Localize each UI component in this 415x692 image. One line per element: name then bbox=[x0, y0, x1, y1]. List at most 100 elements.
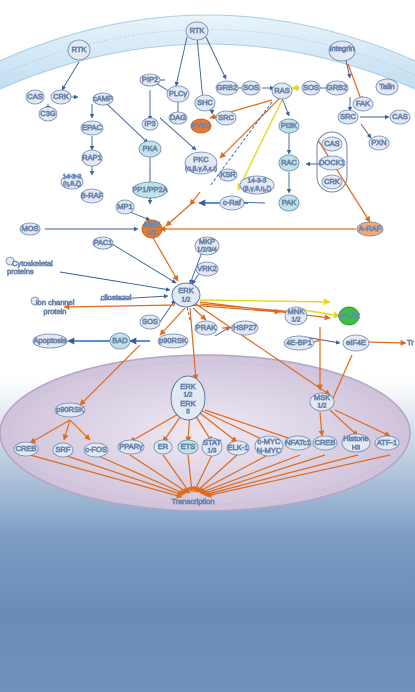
node-cas-dock1-crk-complex[interactable] bbox=[316, 131, 348, 193]
node-cilostazol[interactable]: cilostazol bbox=[100, 293, 132, 303]
node-vrk2[interactable]: VRK2 bbox=[195, 261, 219, 277]
svg-text:MP1: MP1 bbox=[117, 202, 132, 211]
node-14-3-3-b[interactable]: 14-3-3(β,γ,θ,η,ζ) bbox=[239, 175, 275, 195]
node-grb2-a[interactable]: GRB2 bbox=[215, 80, 239, 96]
node-pka[interactable]: PKA bbox=[138, 140, 162, 158]
svg-text:c-FOS: c-FOS bbox=[85, 445, 107, 454]
node-pkc[interactable]: PKC(α,β,γ,δ,ε,ι) bbox=[185, 151, 217, 175]
svg-text:MEK: MEK bbox=[144, 220, 160, 229]
node-p90rsk-1[interactable]: p90RSK bbox=[157, 333, 189, 349]
svg-text:p90RSK: p90RSK bbox=[159, 336, 187, 345]
node-pip2[interactable]: PIP2 bbox=[139, 73, 161, 87]
node-dock1[interactable]: DOCK1 bbox=[318, 155, 346, 171]
svg-text:Cytoskeletal: Cytoskeletal bbox=[12, 259, 53, 268]
node-srf[interactable]: SRF bbox=[52, 442, 74, 458]
node-mp1[interactable]: MP1 bbox=[115, 199, 135, 215]
node-pak[interactable]: PAK bbox=[278, 194, 300, 212]
node-rtk-1[interactable]: RTK bbox=[67, 39, 91, 61]
node-rap1[interactable]: RAP1 bbox=[81, 149, 103, 167]
svg-text:ERK: ERK bbox=[180, 382, 195, 391]
svg-text:RTK: RTK bbox=[72, 45, 87, 54]
node-grb2-b[interactable]: GRB2 bbox=[325, 80, 349, 96]
node-c-fos[interactable]: c-FOS bbox=[83, 442, 109, 458]
node-ppary[interactable]: PPARγ bbox=[117, 439, 145, 455]
svg-text:RTK: RTK bbox=[190, 26, 205, 35]
node-bad[interactable]: BAD bbox=[109, 332, 131, 350]
svg-text:PYK2: PYK2 bbox=[191, 121, 210, 130]
node-atf-1[interactable]: ATF-1 bbox=[374, 435, 400, 451]
node-pxn[interactable]: PXN bbox=[368, 135, 390, 151]
node-hsp27[interactable]: HSP27 bbox=[231, 320, 259, 336]
node-creb-1[interactable]: CREB bbox=[13, 441, 39, 457]
node-shc[interactable]: SHC bbox=[194, 94, 216, 112]
node-fak[interactable]: FAK bbox=[352, 96, 374, 112]
node-plcy[interactable]: PLCγ bbox=[166, 85, 190, 103]
node-sos-2[interactable]: SOS bbox=[301, 80, 321, 96]
node-cas-3[interactable]: CAS bbox=[389, 109, 411, 125]
node-er[interactable]: ER bbox=[153, 439, 173, 455]
node-4e-bp1[interactable]: 4E-BP1 bbox=[283, 335, 315, 351]
node-p90rsk-2[interactable]: p90RSK bbox=[54, 402, 86, 418]
node-integrin[interactable]: Integrin bbox=[328, 40, 356, 62]
node-cas-2[interactable]: CAS bbox=[321, 136, 343, 152]
svg-text:SOS: SOS bbox=[142, 317, 158, 326]
svg-text:1/2: 1/2 bbox=[147, 230, 156, 237]
background-bottom bbox=[0, 530, 415, 692]
node-ip3[interactable]: IP3 bbox=[141, 117, 159, 131]
node-pac1[interactable]: PAC1 bbox=[92, 236, 114, 250]
node-c3g[interactable]: C3G bbox=[38, 106, 58, 122]
node-crk-2[interactable]: CRK bbox=[321, 174, 343, 190]
node-prak[interactable]: PRAK bbox=[194, 320, 218, 336]
svg-text:ATF-1: ATF-1 bbox=[377, 438, 397, 447]
node-transcription[interactable]: Transcription bbox=[171, 497, 215, 507]
node-sos-1[interactable]: SOS bbox=[241, 80, 261, 96]
node-c-raf[interactable]: c-Raf bbox=[219, 195, 245, 211]
node-rtk-2[interactable]: RTK bbox=[185, 21, 209, 41]
node-pp1-pp2a[interactable]: PP1/PP2A bbox=[132, 181, 168, 199]
node-b-raf[interactable]: B-RAF bbox=[80, 188, 104, 204]
node-apoptosis[interactable]: Apoptosis bbox=[32, 333, 68, 349]
svg-text:DAG: DAG bbox=[170, 113, 186, 122]
node-mos[interactable]: MOS bbox=[19, 222, 41, 236]
node-crk-1[interactable]: CRK bbox=[50, 89, 72, 105]
node-14-3-3-a[interactable]: 14-3-3(η,θ,ζ) bbox=[60, 173, 84, 190]
svg-text:Transcription: Transcription bbox=[171, 497, 214, 506]
node-epac[interactable]: EPAC bbox=[80, 120, 104, 136]
node-cas-1[interactable]: CAS bbox=[25, 89, 45, 105]
node-a-raf[interactable]: A-RAF bbox=[356, 221, 384, 237]
node-pyk2[interactable]: PYK2 bbox=[190, 118, 212, 134]
node-ets[interactable]: ETS bbox=[177, 439, 199, 455]
node-elk-1[interactable]: ELK-1 bbox=[226, 440, 250, 456]
node-ksr[interactable]: KSR bbox=[218, 168, 238, 182]
node-src-1[interactable]: SRC bbox=[215, 110, 237, 126]
svg-text:PI3K: PI3K bbox=[281, 121, 297, 130]
node-ras[interactable]: RAS bbox=[271, 82, 293, 100]
node-erk-nuclear-complex[interactable] bbox=[170, 375, 206, 421]
node-cpla2[interactable]: cPLA2 bbox=[338, 306, 360, 326]
node-camp[interactable]: cAMP bbox=[93, 92, 113, 106]
node-src-2[interactable]: SRC bbox=[337, 109, 359, 125]
svg-text:EPAC: EPAC bbox=[82, 123, 102, 132]
node-pi3k[interactable]: PI3K bbox=[278, 118, 300, 134]
node-creb-2[interactable]: CREB bbox=[312, 435, 338, 451]
node-rac[interactable]: RAC bbox=[278, 154, 300, 172]
node-talin[interactable]: Talin bbox=[375, 78, 399, 96]
node-tr[interactable]: Tr bbox=[407, 338, 415, 348]
node-sos-3[interactable]: SOS bbox=[139, 314, 161, 330]
svg-text:14-3-3: 14-3-3 bbox=[63, 174, 82, 181]
node-nfatc1[interactable]: NFATc1 bbox=[284, 435, 312, 451]
node-dag[interactable]: DAG bbox=[168, 111, 188, 125]
node-eif4e[interactable]: eIF4E bbox=[342, 334, 370, 352]
